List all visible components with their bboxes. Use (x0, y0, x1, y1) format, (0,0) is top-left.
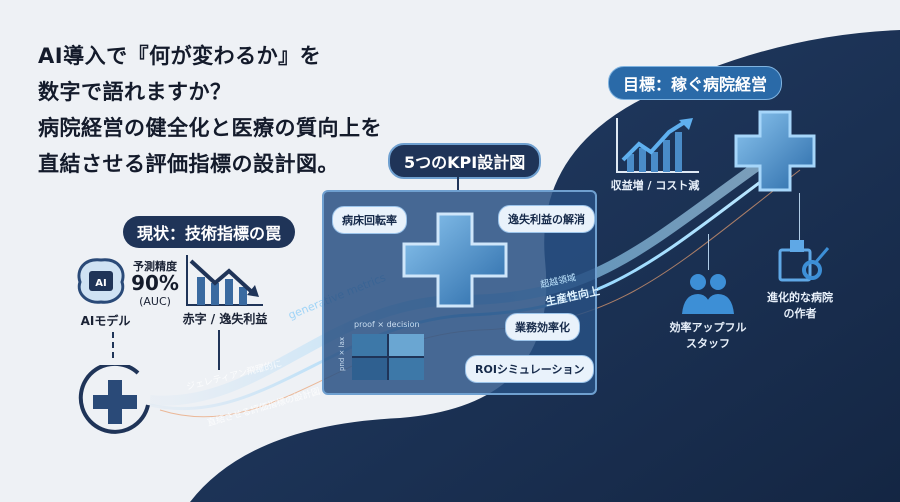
ai-model-label: AIモデル (80, 314, 131, 328)
current-state-label: 現状：技術指標の罠 (123, 216, 296, 248)
staff-label-line: 効率アップフル (669, 321, 747, 334)
connector-line (457, 172, 459, 192)
matrix-axis: pnd × lax (338, 336, 347, 372)
hospital-label-line: の作者 (783, 307, 817, 320)
connector-line (708, 234, 709, 270)
medical-staff-icon (682, 274, 734, 314)
proof-decision-matrix (352, 334, 424, 380)
headline-line: 直結させる評価指標の設計図。 (38, 152, 339, 176)
connector-line (799, 193, 800, 243)
goal-cross-icon (734, 110, 816, 192)
kpi-bed-turnover: 病床回転率 (332, 206, 407, 234)
hospital-label: 進化的な病院 の作者 (760, 290, 840, 322)
headline-line: 病院経営の健全化と医療の質向上を (38, 116, 382, 140)
kpi-efficiency: 業務効率化 (505, 313, 580, 341)
central-cross-icon (402, 212, 508, 308)
matrix-title: proof × decision (354, 320, 420, 329)
kpi-roi-simulation: ROIシミュレーション (465, 355, 595, 383)
revenue-label: 収益増 / コスト減 (610, 179, 700, 192)
svg-text:AI: AI (95, 278, 106, 289)
connector-line (218, 330, 220, 370)
metric-unit: (AUC) (139, 295, 171, 308)
hospital-management-icon (778, 240, 830, 282)
metric-value: 90% (131, 271, 179, 295)
metric-name: 予測精度 (133, 260, 177, 273)
goal-label: 目標：稼ぐ病院経営 (608, 66, 783, 100)
headline-line: AI導入で『何が変わるか』を (38, 44, 322, 68)
hospital-label-line: 進化的な病院 (767, 291, 833, 304)
staff-label-line: スタッフ (686, 337, 730, 350)
growth-chart-icon (616, 118, 699, 173)
staff-label: 効率アップフル スタッフ (668, 320, 748, 352)
medical-cross-circle-icon (78, 365, 150, 434)
kpi-lost-revenue: 逸失利益の解消 (498, 205, 595, 233)
headline-line: 数字で語れますか？ (38, 80, 232, 104)
kpi-design-label: 5つのKPI設計図 (388, 143, 542, 179)
headline: AI導入で『何が変わるか』を 数字で語れますか？ 病院経営の健全化と医療の質向上… (38, 38, 382, 182)
connector-line (112, 332, 114, 358)
loss-label: 赤字 / 逸失利益 (182, 312, 268, 326)
declining-chart-icon (186, 255, 263, 306)
ai-brain-icon: AI (77, 258, 125, 304)
